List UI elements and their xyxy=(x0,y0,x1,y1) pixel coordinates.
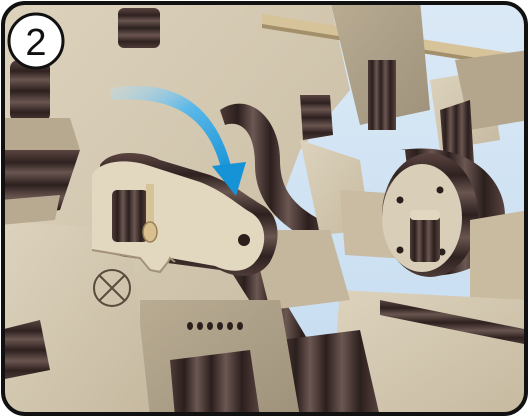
left-slot-block xyxy=(10,60,50,122)
vertical-post xyxy=(368,60,396,130)
axle-pin xyxy=(143,222,157,242)
top-slot-block xyxy=(118,8,160,48)
step-badge: 2 xyxy=(9,14,63,68)
step-number: 2 xyxy=(25,22,46,64)
cam-hole xyxy=(238,234,250,246)
